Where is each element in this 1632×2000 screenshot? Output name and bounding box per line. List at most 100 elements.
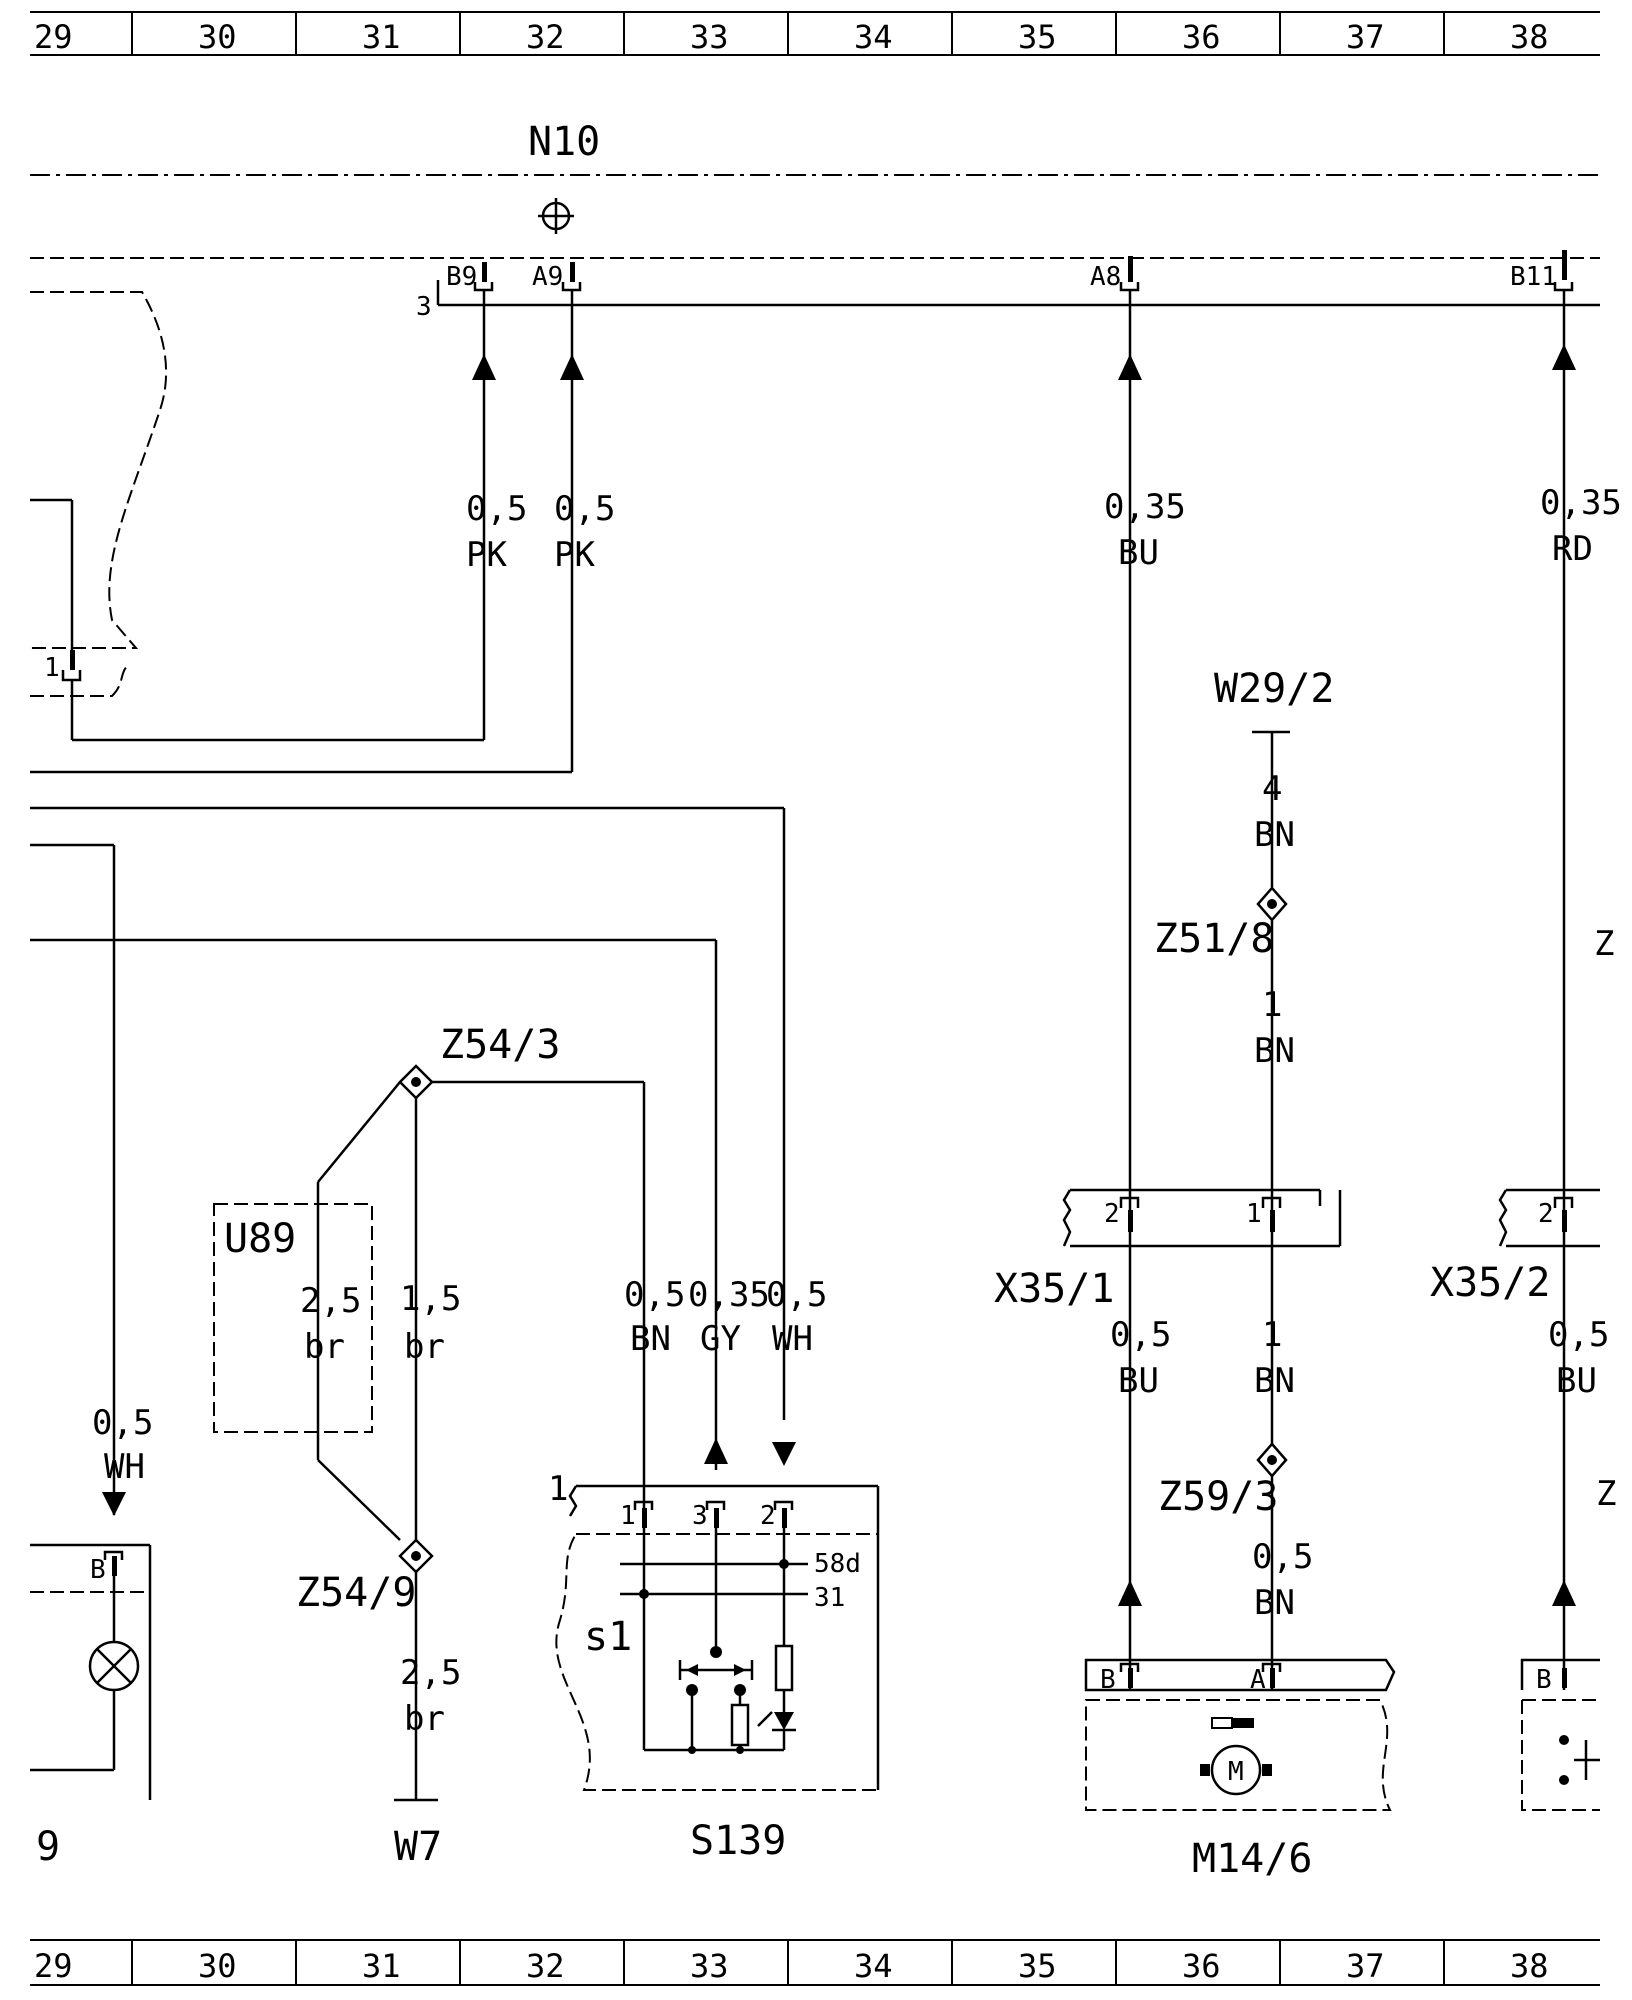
x35-1-b-wire-color: BU <box>1118 1361 1159 1401</box>
a9-wire-color: PK <box>554 535 595 575</box>
ruler-col-36-bottom: 36 <box>1182 1947 1221 1985</box>
b9-wire-color: PK <box>466 535 507 575</box>
s139-pin1-wire-size: 0,5 <box>624 1275 685 1315</box>
ruler-col-33: 33 <box>690 18 729 56</box>
ruler-col-31: 31 <box>362 18 401 56</box>
s139-pin2-wire-size: 0,5 <box>766 1275 827 1315</box>
led-icon <box>757 1644 796 1750</box>
pin-a9-label: A9 <box>532 262 563 292</box>
z-cut-label-upper: Z <box>1594 924 1614 964</box>
m14-6-pin-b: B <box>1100 1665 1116 1695</box>
s139-pin2-wire-color: WH <box>772 1319 813 1359</box>
left-pin-1: 1 <box>44 653 60 683</box>
n10-module: N10 3 <box>30 119 1600 322</box>
b9-wire-size: 0,5 <box>466 489 527 529</box>
z51-8-wire-color: BN <box>1254 1031 1295 1071</box>
lamp-icon <box>88 1640 140 1692</box>
a8-wire-size: 0,35 <box>1104 487 1186 527</box>
wire-a9: A9 0,5 PK <box>30 262 615 774</box>
left-wire-color: WH <box>104 1447 145 1487</box>
ruler-col-31-bottom: 31 <box>362 1947 401 1985</box>
z54-3-wire-color: br <box>404 1327 445 1367</box>
left-component-label: 9 <box>36 1824 60 1870</box>
pin-a8-label: A8 <box>1090 262 1121 292</box>
switch-icon <box>678 1646 754 1750</box>
ruler-col-37: 37 <box>1346 18 1385 56</box>
w7-wire-size: 2,5 <box>400 1653 461 1693</box>
motor-symbol-letter: M <box>1228 1757 1244 1787</box>
z51-8-splice-icon <box>1256 886 1288 922</box>
ruler-col-29: 29 <box>34 18 73 56</box>
pin-b9-label: B9 <box>446 262 477 292</box>
z51-8-wire-size: 1 <box>1262 985 1282 1025</box>
s139-pin-3: 3 <box>692 1501 708 1531</box>
m14-6-component: B A M M14/6 <box>1084 1658 1396 1882</box>
m14-6-pin-a: A <box>1250 1665 1266 1695</box>
n10-symbol-icon <box>538 198 574 234</box>
w29-2-wire-color: BN <box>1254 815 1295 855</box>
x35-1-pin-1: 1 <box>1246 1199 1262 1229</box>
ruler-col-38: 38 <box>1510 18 1549 56</box>
u89-label: U89 <box>224 1216 296 1262</box>
z54-9-label: Z54/9 <box>296 1570 416 1616</box>
s139-pin-1: 1 <box>620 1501 636 1531</box>
s139-label: S139 <box>690 1818 786 1864</box>
ruler-col-36: 36 <box>1182 18 1221 56</box>
x35-1-a-wire-size: 1 <box>1262 1315 1282 1355</box>
left-component-top: 1 <box>30 291 167 697</box>
x35-2-label: X35/2 <box>1430 1260 1550 1306</box>
n10-label: N10 <box>528 119 600 165</box>
u89-wire-color: br <box>304 1327 345 1367</box>
ruler-col-37-bottom: 37 <box>1346 1947 1385 1985</box>
bottom-ruler: 29 30 31 32 33 34 35 36 37 38 <box>30 1939 1600 1986</box>
s139-wires: 0,5 BN 0,35 GY 0,5 WH <box>624 1275 827 1466</box>
b11-wire-size: 0,35 <box>1540 483 1622 523</box>
wire-x35-1-a: 1 BN Z59/3 0,5 BN <box>1158 1232 1313 1690</box>
pin-b11-label: B11 <box>1510 262 1557 292</box>
ruler-col-30: 30 <box>198 18 237 56</box>
x35-2-connector: 2 X35/2 0,5 BU Z B <box>1430 1188 1616 1811</box>
n10-connector-number: 3 <box>416 292 432 322</box>
ruler-col-32-bottom: 32 <box>526 1947 565 1985</box>
ruler-col-35: 35 <box>1018 18 1057 56</box>
x35-1-label: X35/1 <box>994 1266 1114 1312</box>
wire-b9: B9 0,5 PK <box>70 262 527 742</box>
x35-2-wire-size: 0,5 <box>1548 1315 1609 1355</box>
z-cut-label-lower: Z <box>1596 1474 1616 1514</box>
x35-1-a-wire-color: BN <box>1254 1361 1295 1401</box>
z54-3-splice-icon <box>398 1064 434 1100</box>
s139-pin3-wire-size: 0,35 <box>688 1275 770 1315</box>
ruler-col-34-bottom: 34 <box>854 1947 893 1985</box>
z54-3-wire-size: 1,5 <box>400 1279 461 1319</box>
wire-wh-right <box>30 806 786 1420</box>
a8-wire-color: BU <box>1118 533 1159 573</box>
ruler-col-32: 32 <box>526 18 565 56</box>
ruler-col-34: 34 <box>854 18 893 56</box>
left-lamp-component: B 9 <box>30 1543 152 1870</box>
z59-3-wire-size: 0,5 <box>1252 1537 1313 1577</box>
wire-a8: A8 0,35 BU <box>1090 256 1186 1210</box>
w7-label: W7 <box>394 1824 442 1870</box>
ruler-col-29-bottom: 29 <box>34 1947 73 1985</box>
wire-x35-1-b: 0,5 BU <box>1110 1232 1171 1690</box>
left-wire-size: 0,5 <box>92 1403 153 1443</box>
ruler-col-38-bottom: 38 <box>1510 1947 1549 1985</box>
w29-2-wire-size: 4 <box>1262 769 1282 809</box>
z51-8-label: Z51/8 <box>1154 916 1274 962</box>
ruler-col-35-bottom: 35 <box>1018 1947 1057 1985</box>
s139-pin-2: 2 <box>760 1501 776 1531</box>
wire-gy <box>30 938 718 1470</box>
x35-1-pin-2: 2 <box>1104 1199 1120 1229</box>
z59-3-splice-icon <box>1256 1442 1288 1478</box>
s139-pin3-wire-color: GY <box>700 1319 741 1359</box>
wire-left-wh: 0,5 WH <box>30 843 153 1516</box>
w29-2-branch: W29/2 4 BN Z51/8 1 BN <box>1154 666 1334 1210</box>
ruler-col-30-bottom: 30 <box>198 1947 237 1985</box>
w7-wire-color: br <box>404 1699 445 1739</box>
x35-1-b-wire-size: 0,5 <box>1110 1315 1171 1355</box>
s139-inner-s1: s1 <box>584 1614 632 1660</box>
terminal-31: 31 <box>814 1583 845 1613</box>
a9-wire-size: 0,5 <box>554 489 615 529</box>
terminal-58d: 58d <box>814 1549 861 1579</box>
